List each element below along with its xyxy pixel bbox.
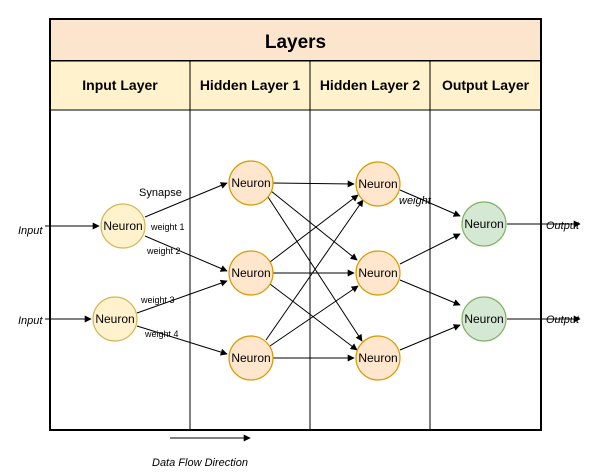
- synapse-h13-h21: [265, 199, 364, 341]
- neuron-label: Neuron: [464, 312, 503, 326]
- neuron-input-1: Neuron: [100, 203, 146, 249]
- column-label-hidden-1: Hidden Layer 1: [200, 77, 301, 93]
- neuron-label: Neuron: [103, 219, 142, 233]
- neuron-output-2: Neuron: [461, 296, 507, 342]
- weight-1-label: weight 1: [150, 222, 185, 232]
- synapse-i2-h3: [136, 325, 228, 356]
- synapse-h11-h22: [270, 190, 358, 261]
- synapse-i2-h2: [136, 279, 228, 314]
- neuron-hidden1-3: Neuron: [228, 335, 274, 381]
- neuron-label: Neuron: [95, 312, 134, 326]
- synapse-h22-o2: [399, 279, 461, 306]
- synapse-h21-o1: [399, 189, 461, 217]
- neuron-hidden2-2: Neuron: [355, 250, 401, 296]
- column-header-hidden-2: [309, 60, 431, 111]
- neuron-hidden2-1: Neuron: [355, 161, 401, 207]
- output-label-2: Output: [546, 314, 580, 326]
- synapse-i1-h1: [144, 182, 228, 218]
- synapse-h22-o1: [399, 233, 461, 265]
- column-body-output: [429, 109, 542, 431]
- output-label-1: Output: [546, 220, 580, 232]
- neuron-input-2: Neuron: [92, 296, 138, 342]
- neuron-label: Neuron: [231, 351, 270, 365]
- input-label-1: Input: [18, 225, 43, 237]
- synapse-h13-h22: [269, 285, 359, 347]
- weight-4-label: weight 4: [144, 329, 179, 339]
- column-label-hidden-2: Hidden Layer 2: [320, 77, 421, 93]
- diagram-title: Layers: [265, 32, 326, 53]
- weight-3-label: weight 3: [140, 295, 175, 305]
- weight-label: weight: [399, 195, 432, 207]
- synapse-h11-h21: [272, 180, 355, 188]
- column-body-input: [49, 109, 191, 431]
- synapse-h23-o2: [399, 324, 461, 351]
- neuron-hidden2-3: Neuron: [355, 335, 401, 381]
- column-label-input: Input Layer: [82, 77, 158, 93]
- neuron-label: Neuron: [231, 176, 270, 190]
- weight-2-label: weight 2: [146, 246, 181, 256]
- data-flow-label: Data Flow Direction: [152, 457, 248, 469]
- synapse-i1-h2: [144, 235, 228, 272]
- neuron-label: Neuron: [358, 351, 397, 365]
- neuron-hidden1-2: Neuron: [228, 250, 274, 296]
- neuron-hidden1-1: Neuron: [228, 160, 274, 206]
- synapse-label: Synapse: [139, 187, 182, 199]
- neuron-label: Neuron: [231, 266, 270, 280]
- neuron-label: Neuron: [464, 217, 503, 231]
- synapse-h12-h21: [269, 194, 359, 263]
- neuron-label: Neuron: [358, 177, 397, 191]
- synapse-h12-h23: [269, 283, 358, 351]
- neuron-output-1: Neuron: [461, 201, 507, 247]
- column-header-input: [49, 60, 191, 111]
- column-label-output: Output Layer: [442, 77, 530, 93]
- column-header-hidden-1: [189, 60, 311, 111]
- input-label-2: Input: [18, 315, 43, 327]
- neuron-label: Neuron: [358, 266, 397, 280]
